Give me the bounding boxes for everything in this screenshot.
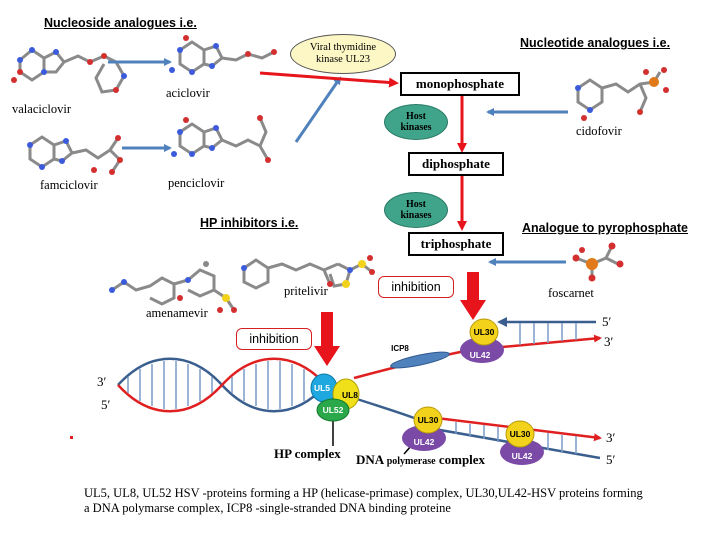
ul52-label: UL52	[323, 405, 344, 415]
icp8-label: ICP8	[391, 344, 409, 353]
dna-double-helix	[117, 357, 327, 413]
kinase-line2: kinase UL23	[316, 54, 370, 65]
host-kinases-1-line2: kinases	[400, 122, 432, 133]
cidofovir-molecule-icon	[575, 67, 669, 121]
hp-inhibition-block-arrow	[314, 312, 340, 366]
lower-template-strand	[353, 396, 601, 460]
famciclovir-label: famciclovir	[40, 178, 98, 192]
aciclovir-label: aciclovir	[166, 86, 210, 100]
pritelivir-label: pritelivir	[284, 284, 328, 298]
aciclovir-molecule-icon	[169, 35, 277, 75]
penciclovir-molecule-icon	[171, 115, 271, 163]
foscarnet-molecule-icon	[572, 242, 624, 282]
viral-thymidine-kinase-node: Viral thymidine kinase UL23	[290, 34, 396, 74]
kinase-line1: Viral thymidine	[309, 42, 377, 53]
famciclovir-molecule-icon	[27, 135, 123, 175]
lower-base-pairs	[455, 422, 577, 454]
lower-ul30-protein-icon-1	[413, 406, 443, 434]
figure-caption: UL5, UL8, UL52 HSV -proteins forming a H…	[84, 486, 643, 515]
host-kinases-2-line2: kinases	[400, 210, 432, 221]
diphosphate-box: diphosphate	[408, 152, 504, 176]
hp-inhibition-label: inhibition	[236, 328, 312, 350]
amenamevir-molecule-icon	[109, 261, 237, 313]
helix-5prime-label: 5′	[101, 397, 111, 412]
lower-ul30-protein-icon-2	[505, 420, 535, 448]
amenamevir-label: amenamevir	[146, 306, 208, 320]
upper-ul42-protein-icon	[460, 337, 504, 363]
upper-base-pairs	[519, 323, 577, 345]
valaciclovir-label: valaciclovir	[12, 102, 71, 116]
upper-ul30-protein-icon	[469, 318, 499, 346]
dna-poly-middle: polymerase	[386, 456, 436, 467]
upper-5prime-label: 5′	[602, 314, 612, 329]
upper-3prime-label: 3′	[604, 334, 614, 349]
lower-ul42-label-1: UL42	[414, 437, 435, 447]
aciclovir-to-monophosphate-arrow	[259, 71, 399, 88]
hp-complex-label: HP complex	[274, 446, 341, 461]
hp-inhibitors-heading: HP inhibitors i.e.	[200, 216, 299, 230]
ul5-label: UL5	[314, 383, 330, 393]
lower-ul42-label-2: UL42	[512, 451, 533, 461]
icp8-protein-icon	[390, 351, 450, 369]
dna-polymerase-complex-label: DNA polymerase complex	[356, 452, 485, 468]
nucleotide-heading: Nucleotide analogues i.e.	[520, 36, 671, 50]
host-kinases-node-2: Host kinases	[384, 192, 448, 228]
lower-ul30-label-1: UL30	[418, 415, 439, 425]
monophosphate-box: monophosphate	[400, 72, 520, 96]
ul52-protein-icon	[316, 398, 350, 422]
upper-ul42-label: UL42	[470, 350, 491, 360]
foscarnet-label: foscarnet	[548, 286, 594, 300]
cidofovir-label: cidofovir	[576, 124, 622, 138]
penciclovir-to-kinase-arrow	[294, 76, 342, 143]
pyrophosphate-heading: Analogue to pyrophosphate	[522, 221, 688, 235]
dna-poly-suffix: complex	[435, 452, 486, 467]
host-kinases-2-line1: Host	[406, 199, 426, 210]
lower-3prime-label: 3′	[606, 430, 616, 445]
stray-red-mark	[70, 436, 73, 439]
upper-ul30-label: UL30	[474, 327, 495, 337]
penciclovir-label: penciclovir	[168, 176, 225, 190]
lower-ul30-label-2: UL30	[510, 429, 531, 439]
helix-3prime-label: 3′	[97, 374, 107, 389]
nucleoside-heading: Nucleoside analogues i.e.	[44, 16, 197, 30]
valaciclovir-molecule-icon	[11, 47, 127, 94]
polymerase-inhibition-label: inhibition	[378, 276, 454, 298]
lower-ul42-protein-icon-2	[500, 439, 544, 465]
pritelivir-molecule-icon	[241, 255, 375, 290]
polymerase-inhibition-block-arrow	[460, 272, 486, 320]
host-kinases-1-line1: Host	[406, 111, 426, 122]
lower-5prime-label: 5′	[606, 452, 616, 467]
host-kinases-node-1: Host kinases	[384, 104, 448, 140]
triphosphate-box: triphosphate	[408, 232, 504, 256]
ul8-label: UL8	[342, 390, 358, 400]
dna-poly-prefix: DNA	[356, 452, 387, 467]
